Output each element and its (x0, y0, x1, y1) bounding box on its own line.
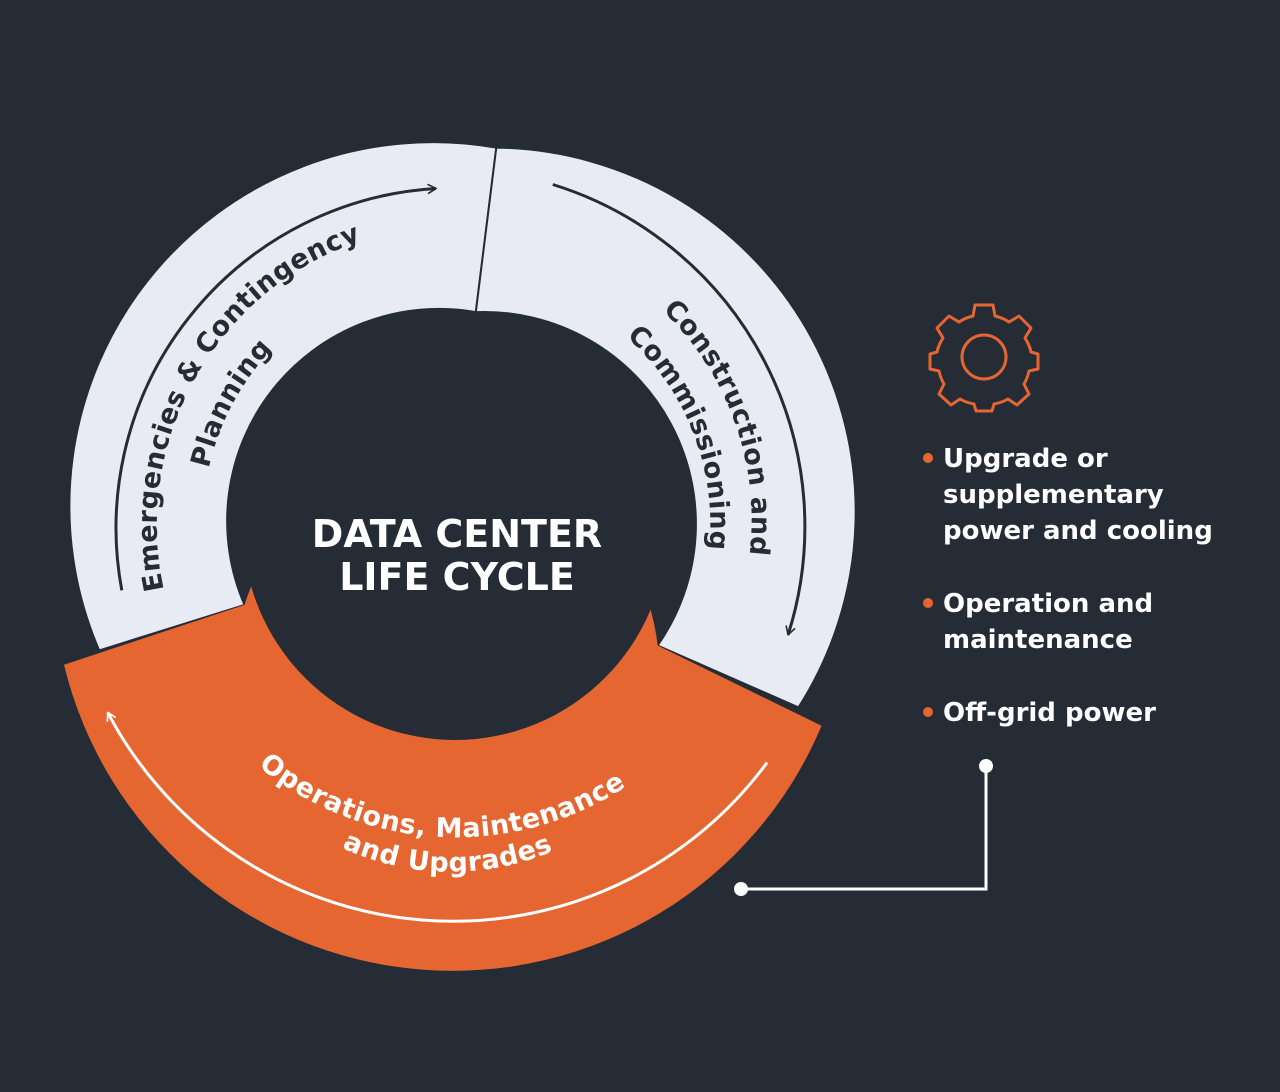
center-title-line1: DATA CENTER (312, 512, 602, 556)
construction-arrow (552, 183, 807, 636)
center-circle (243, 316, 667, 740)
operations-arrow (106, 711, 769, 923)
bullet-dot-1 (923, 453, 933, 463)
connector-dot-top (979, 759, 993, 773)
segment-construction (474, 146, 857, 709)
connector-dot-left (734, 882, 748, 896)
bullet-dot-3 (923, 707, 933, 717)
center-title-line2: LIFE CYCLE (339, 555, 575, 599)
bullet-item-1: Upgrade or supplementary power and cooli… (943, 444, 1213, 546)
connector-line (741, 766, 988, 891)
segment-emergencies (68, 141, 498, 652)
emergencies-arrow (114, 183, 437, 591)
bullet-item-3: Off-grid power (943, 698, 1156, 728)
bullet-dot-2 (923, 598, 933, 608)
gear-icon (928, 303, 1040, 413)
bullet-item-2: Operation and maintenance (943, 589, 1162, 655)
